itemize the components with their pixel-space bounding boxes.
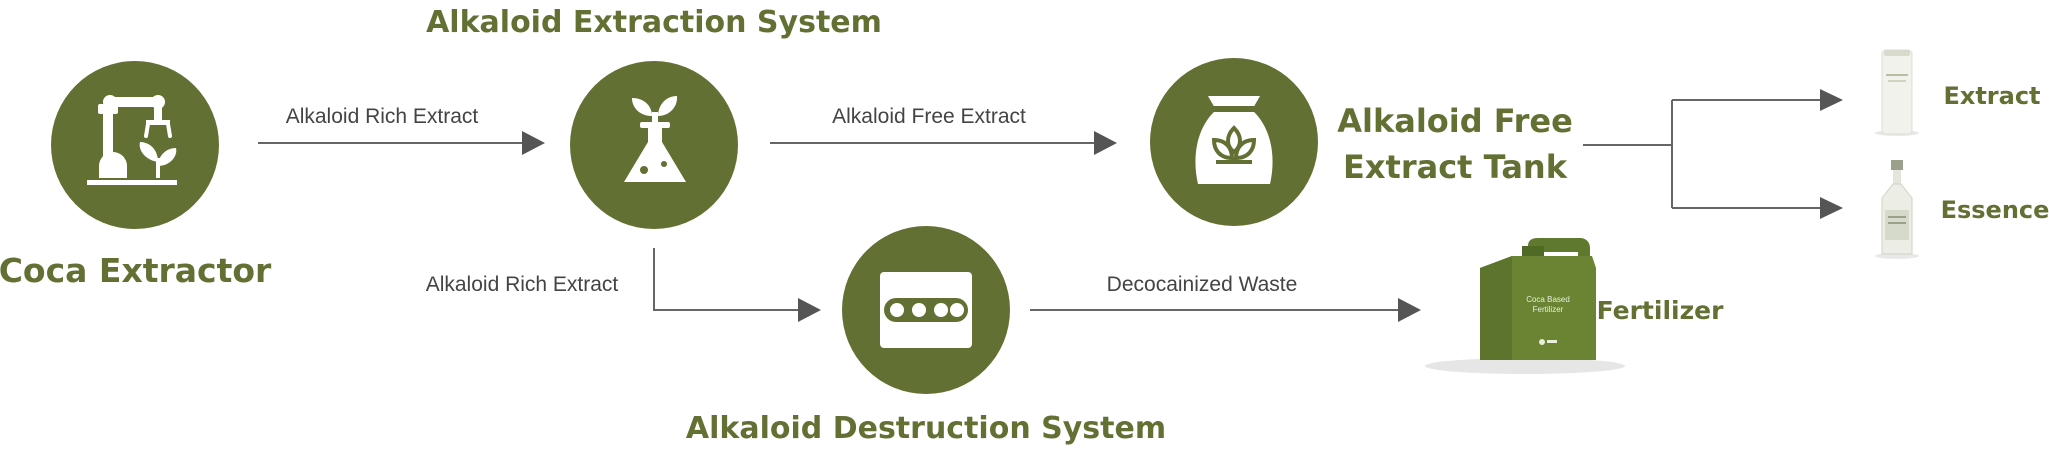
edge-coca-to-extraction: Alkaloid Rich Extract [258, 105, 545, 155]
node-circle [51, 61, 219, 229]
node-extract: Extract [1875, 49, 2041, 136]
jug-label-line1: Coca Based [1526, 295, 1570, 304]
jug-icon: Coca Based Fertilizer [1425, 238, 1625, 374]
node-alkaloid-extraction-system: Alkaloid Extraction System [426, 5, 882, 229]
arrowhead [1398, 298, 1421, 322]
node-label-extraction-system: Alkaloid Extraction System [426, 5, 882, 40]
edge-extraction-to-destruction: Alkaloid Rich Extract [426, 248, 821, 322]
edge-label-alkaloid-rich-extract-top: Alkaloid Rich Extract [286, 105, 479, 128]
jug-label-line2: Fertilizer [1533, 305, 1564, 314]
node-fertilizer: Coca Based Fertilizer Fertilizer [1425, 238, 1724, 374]
node-alkaloid-destruction-system: Alkaloid Destruction System [686, 226, 1166, 446]
edge-label-alkaloid-rich-extract-bottom: Alkaloid Rich Extract [426, 273, 619, 296]
node-label-coca-extractor: Coca Extractor [0, 251, 272, 290]
edge-extraction-to-tank: Alkaloid Free Extract [770, 105, 1117, 155]
node-label-extract: Extract [1943, 82, 2040, 110]
node-label-tank-line2: Extract Tank [1343, 148, 1568, 186]
node-label-fertilizer: Fertilizer [1597, 296, 1725, 325]
node-label-destruction-system: Alkaloid Destruction System [686, 411, 1166, 446]
node-alkaloid-free-extract-tank: Alkaloid Free Extract Tank [1150, 58, 1573, 226]
arrowhead [798, 298, 821, 322]
node-coca-extractor: Coca Extractor [0, 61, 272, 290]
arrowhead [1820, 89, 1843, 111]
bottle-icon [1875, 160, 1919, 259]
arrowhead [1094, 131, 1117, 155]
sack-leaf-icon [1195, 96, 1273, 184]
robot-arm-plant-icon [87, 95, 177, 185]
node-essence: Essence [1875, 160, 2049, 259]
arrowhead [1820, 197, 1843, 219]
can-icon [1875, 49, 1919, 136]
node-label-tank-line1: Alkaloid Free [1337, 102, 1573, 140]
arrowhead [522, 131, 545, 155]
edge-destruction-to-fertilizer: Decocainized Waste [1030, 273, 1421, 322]
conveyor-belt-icon [880, 272, 972, 348]
node-label-essence: Essence [1941, 196, 2049, 224]
edge-label-alkaloid-free-extract: Alkaloid Free Extract [832, 105, 1026, 128]
edge-label-decocainized-waste: Decocainized Waste [1107, 273, 1298, 296]
edge-tank-to-outputs [1583, 89, 1843, 219]
plant-flask-icon [624, 96, 686, 182]
